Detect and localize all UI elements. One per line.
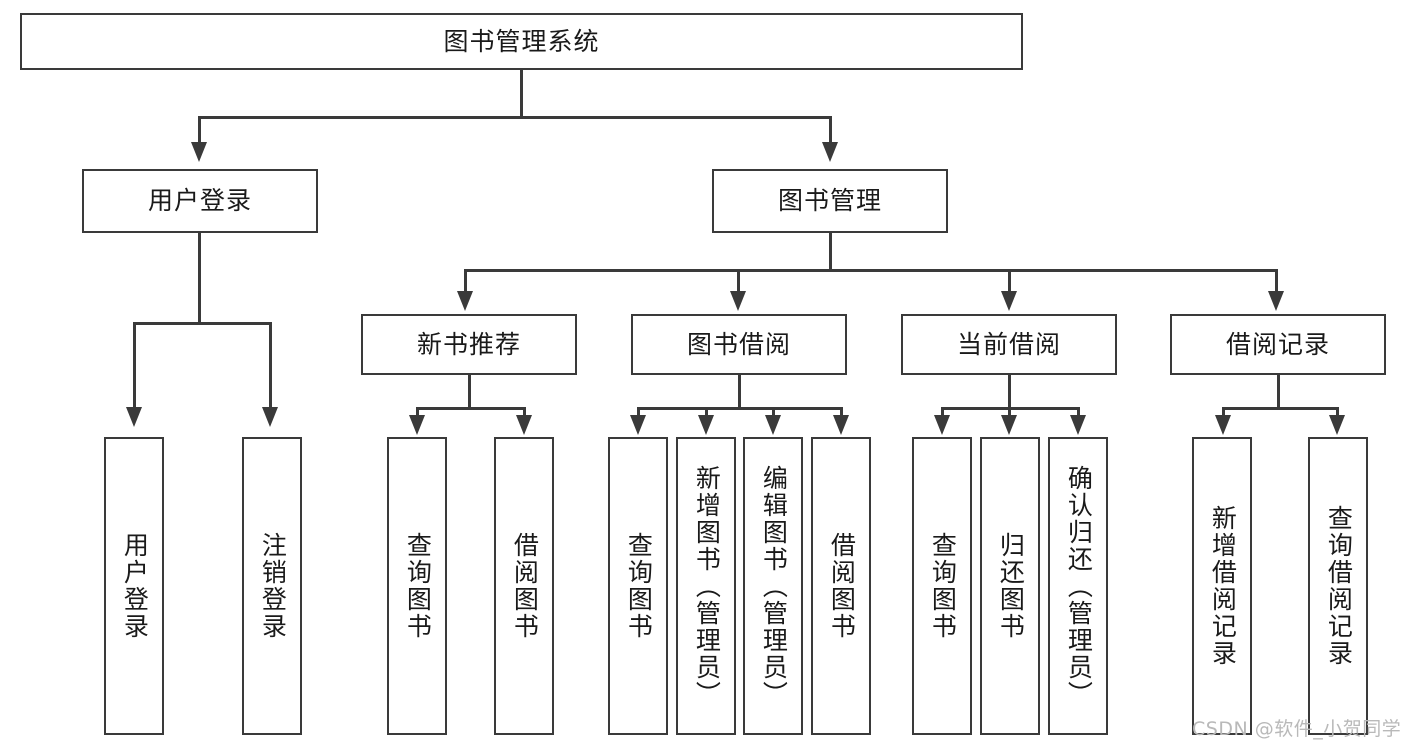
connector-current-borrow-branch-2	[1008, 407, 1011, 419]
leaf-return-book[interactable]: 归还图书	[980, 437, 1040, 735]
leaf-query-borrow-record[interactable]: 查询借阅记录	[1308, 437, 1368, 735]
connector-to-leaf-logout	[269, 322, 272, 409]
leaf-query-book-current[interactable]: 查询图书	[912, 437, 972, 735]
connector-user-login-stem	[198, 233, 201, 324]
connector-current-borrow-stem	[1008, 375, 1011, 410]
arrowhead-to-leaf-user-login	[126, 407, 142, 427]
connector-new-book-stem	[468, 375, 471, 410]
node-label: 查询图书	[624, 532, 654, 640]
node-label: 归还图书	[996, 532, 1026, 640]
arrowhead-to-current-borrow	[1001, 291, 1017, 311]
node-label: 图书管理系统	[443, 26, 600, 56]
node-book-management[interactable]: 图书管理	[712, 169, 948, 233]
connector-book-borrow-branch-3	[772, 407, 775, 419]
leaf-confirm-return-admin[interactable]: 确认归还（管理员）	[1048, 437, 1108, 735]
node-label: 新书推荐	[416, 329, 521, 359]
node-new-book-recommend[interactable]: 新书推荐	[361, 314, 577, 375]
node-label: 新增图书（管理员）	[692, 464, 722, 708]
node-book-borrow[interactable]: 图书借阅	[631, 314, 847, 375]
node-current-borrow[interactable]: 当前借阅	[901, 314, 1117, 375]
connector-book-manage-stem	[829, 233, 832, 271]
connector-level2-bus	[198, 116, 832, 119]
connector-current-borrow-branch-1	[941, 407, 944, 419]
node-label: 确认归还（管理员）	[1064, 464, 1094, 708]
leaf-user-login[interactable]: 用户登录	[104, 437, 164, 735]
arrowhead-to-book-borrow	[730, 291, 746, 311]
connector-borrow-record-branch-2	[1336, 407, 1339, 419]
arrowhead-to-user-login	[191, 142, 207, 162]
node-label: 编辑图书（管理员）	[759, 464, 789, 708]
connector-borrow-record-branch-1	[1222, 407, 1225, 419]
node-label: 查询图书	[928, 532, 958, 640]
leaf-add-borrow-record[interactable]: 新增借阅记录	[1192, 437, 1252, 735]
connector-book-borrow-bus	[637, 407, 843, 410]
connector-to-current-borrow	[1008, 269, 1011, 293]
connector-to-borrow-record	[1275, 269, 1278, 293]
node-label: 图书管理	[777, 186, 882, 216]
connector-borrow-record-bus	[1222, 407, 1339, 410]
leaf-query-book-borrow[interactable]: 查询图书	[608, 437, 668, 735]
node-root-system[interactable]: 图书管理系统	[20, 13, 1023, 70]
node-label: 图书借阅	[686, 329, 791, 359]
node-label: 当前借阅	[956, 329, 1061, 359]
arrowhead-book-borrow-leaf-3	[765, 415, 781, 435]
node-label: 借阅记录	[1225, 329, 1330, 359]
connector-user-login-bus	[133, 322, 272, 325]
connector-to-user-login	[198, 116, 201, 144]
leaf-query-book-recommend[interactable]: 查询图书	[387, 437, 447, 735]
arrowhead-current-borrow-leaf-1	[934, 415, 950, 435]
node-label: 用户登录	[147, 186, 252, 216]
node-label: 借阅图书	[827, 532, 857, 640]
node-label: 查询图书	[403, 532, 433, 640]
arrowhead-book-borrow-leaf-1	[630, 415, 646, 435]
connector-new-book-branch-1	[416, 407, 419, 419]
arrowhead-to-new-book	[457, 291, 473, 311]
connector-book-borrow-branch-4	[840, 407, 843, 419]
leaf-borrow-book-recommend[interactable]: 借阅图书	[494, 437, 554, 735]
connector-root-stem	[520, 70, 523, 118]
arrowhead-to-borrow-record	[1268, 291, 1284, 311]
connector-to-leaf-user-login	[133, 322, 136, 409]
connector-book-borrow-branch-1	[637, 407, 640, 419]
leaf-edit-book-admin[interactable]: 编辑图书（管理员）	[743, 437, 803, 735]
arrowhead-borrow-record-leaf-1	[1215, 415, 1231, 435]
connector-to-new-book	[464, 269, 467, 293]
arrowhead-book-borrow-leaf-4	[833, 415, 849, 435]
connector-to-book-borrow	[737, 269, 740, 293]
node-label: 借阅图书	[510, 532, 540, 640]
arrowhead-to-book-manage	[822, 142, 838, 162]
node-label: 用户登录	[120, 532, 150, 640]
arrowhead-current-borrow-leaf-2	[1001, 415, 1017, 435]
connector-book-borrow-branch-2	[705, 407, 708, 419]
node-label: 注销登录	[258, 532, 288, 640]
node-label: 查询借阅记录	[1324, 505, 1354, 667]
connector-borrow-record-stem	[1277, 375, 1280, 410]
connector-new-book-bus	[416, 407, 526, 410]
connector-new-book-branch-2	[523, 407, 526, 419]
arrowhead-borrow-record-leaf-2	[1329, 415, 1345, 435]
connector-current-borrow-branch-3	[1077, 407, 1080, 419]
leaf-logout[interactable]: 注销登录	[242, 437, 302, 735]
connector-to-book-manage	[829, 116, 832, 144]
connector-book-borrow-stem	[738, 375, 741, 410]
watermark-text: CSDN @软件_小贺同学	[1192, 718, 1402, 740]
connector-level3-bus	[464, 269, 1278, 272]
arrowhead-current-borrow-leaf-3	[1070, 415, 1086, 435]
arrowhead-new-book-leaf-1	[409, 415, 425, 435]
node-label: 新增借阅记录	[1208, 505, 1238, 667]
arrowhead-to-leaf-logout	[262, 407, 278, 427]
arrowhead-new-book-leaf-2	[516, 415, 532, 435]
arrowhead-book-borrow-leaf-2	[698, 415, 714, 435]
leaf-add-book-admin[interactable]: 新增图书（管理员）	[676, 437, 736, 735]
node-borrow-record[interactable]: 借阅记录	[1170, 314, 1386, 375]
leaf-borrow-book[interactable]: 借阅图书	[811, 437, 871, 735]
node-user-login[interactable]: 用户登录	[82, 169, 318, 233]
